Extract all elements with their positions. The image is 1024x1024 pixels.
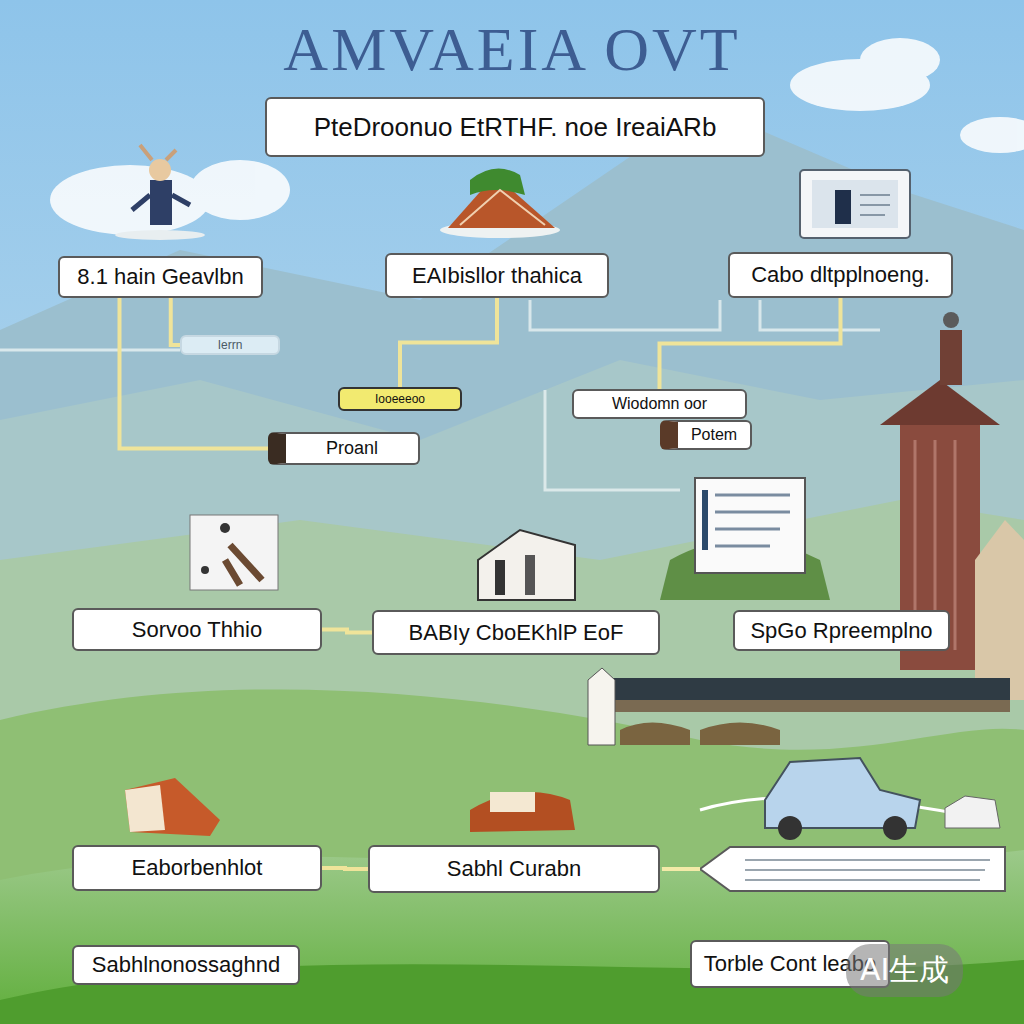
diagram-title: AMVAEIA OVT bbox=[0, 14, 1024, 85]
connector-line bbox=[322, 868, 368, 869]
node-text: BABIy CboEKhlP EoF bbox=[409, 620, 624, 646]
connector-line bbox=[660, 298, 841, 389]
node-text: PteDroonuo EtRTHF. noe IreaiARb bbox=[314, 112, 717, 143]
node-text: Iooeeeoo bbox=[375, 392, 425, 406]
process-box: Cabo dltpplnoeng. bbox=[728, 252, 953, 298]
node-text: Sabhl Curabn bbox=[447, 856, 582, 882]
node-text: Cabo dltpplnoeng. bbox=[751, 262, 930, 288]
process-box: Eaborbenhlot bbox=[72, 845, 322, 891]
process-box: Sorvoo Thhio bbox=[72, 608, 322, 651]
node-text: Wiodomn oor bbox=[612, 395, 707, 413]
node-text: SpGo Rpreemplno bbox=[750, 618, 932, 644]
node-text: 8.1 hain Geavlbn bbox=[77, 264, 243, 290]
subtitle-box: PteDroonuo EtRTHF. noe IreaiARb bbox=[265, 97, 765, 157]
process-box: EAIbisllor thahica bbox=[385, 253, 609, 298]
small-box: Iooeeeoo bbox=[338, 387, 462, 411]
process-box: SpGo Rpreemplno bbox=[733, 610, 950, 651]
process-box: 8.1 hain Geavlbn bbox=[58, 256, 263, 298]
connector-line bbox=[322, 630, 372, 633]
node-text: Proanl bbox=[326, 438, 378, 459]
connector-line bbox=[171, 298, 180, 345]
connector-line bbox=[120, 298, 269, 449]
process-box: Sabhl Curabn bbox=[368, 845, 660, 893]
process-box: BABIy CboEKhlP EoF bbox=[372, 610, 660, 655]
node-text: EAIbisllor thahica bbox=[412, 263, 582, 289]
small-box: Proanl bbox=[268, 432, 420, 465]
node-text: Sorvoo Thhio bbox=[132, 617, 262, 643]
node-text: Potem bbox=[691, 426, 737, 444]
connector-line bbox=[400, 298, 497, 387]
small-box: Wiodomn oor bbox=[572, 389, 747, 419]
node-text: Ierrn bbox=[218, 338, 243, 352]
small-box: Ierrn bbox=[180, 335, 280, 355]
small-box: Potem bbox=[660, 420, 752, 450]
node-text: Eaborbenhlot bbox=[132, 855, 263, 881]
process-box: Sabhlnonossaghnd bbox=[72, 945, 300, 985]
node-text: Sabhlnonossaghnd bbox=[92, 952, 280, 978]
watermark: AI生成 bbox=[846, 944, 963, 997]
